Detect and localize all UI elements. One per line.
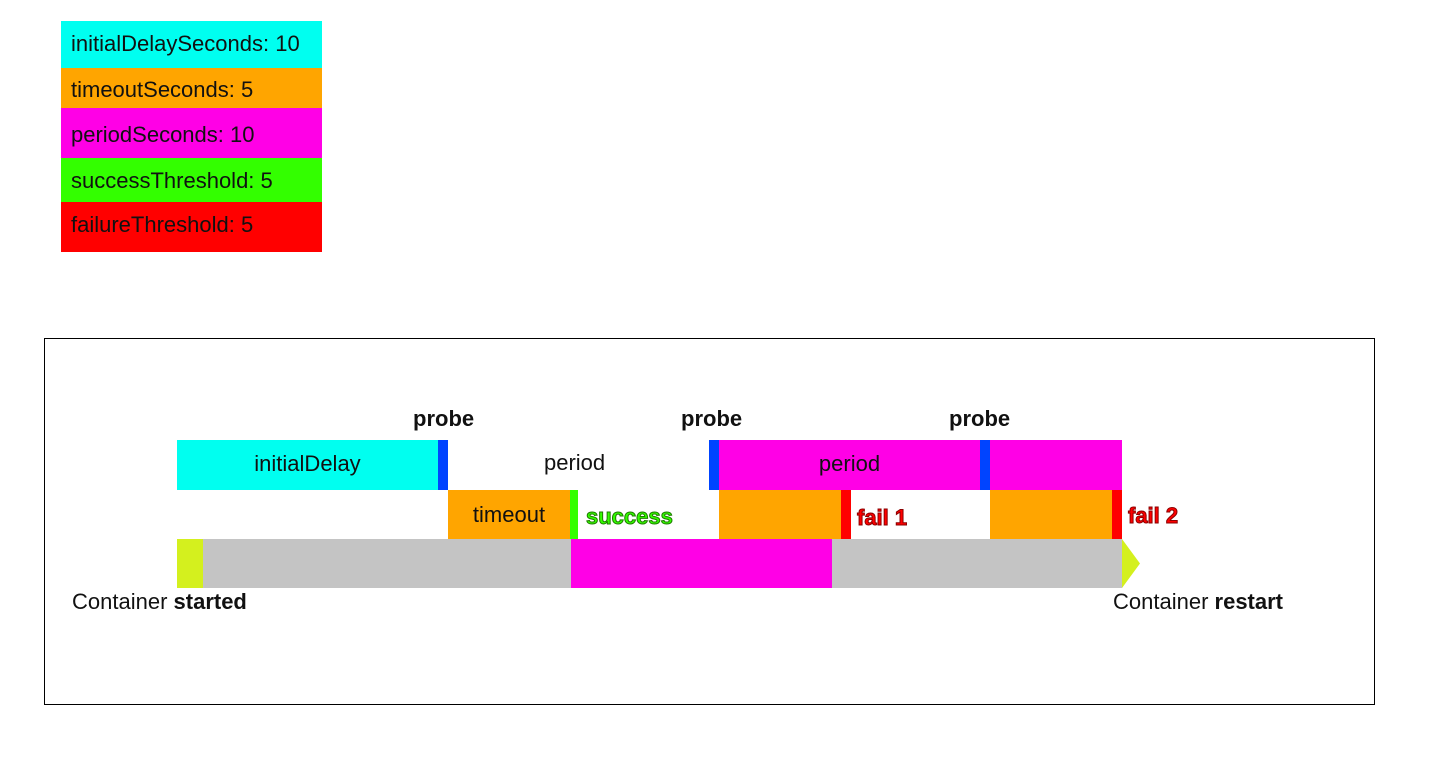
timeline-segment-1 <box>203 539 571 588</box>
legend-item-failure-threshold: failureThreshold: 5 <box>61 202 322 252</box>
probe-marker-3 <box>980 440 990 490</box>
legend-item-initial-delay: initialDelaySeconds: 10 <box>61 21 322 68</box>
legend-item-success-threshold: successThreshold: 5 <box>61 158 322 202</box>
timeout-block-3 <box>990 490 1112 539</box>
legend-item-label: successThreshold: 5 <box>71 168 273 193</box>
legend-item-label: failureThreshold: 5 <box>71 212 254 237</box>
timeline-start-cap <box>177 539 203 588</box>
legend-item-label: initialDelaySeconds: 10 <box>71 31 300 56</box>
legend-item-timeout: timeoutSeconds: 5 <box>61 68 322 108</box>
legend: initialDelaySeconds: 10 timeoutSeconds: … <box>61 21 322 252</box>
fail-2-label: fail 2 <box>1127 503 1179 529</box>
probe-marker-1 <box>438 440 448 490</box>
success-marker <box>570 490 578 539</box>
initial-delay-label: initialDelay <box>254 451 361 476</box>
container-restart-prefix: Container <box>1113 589 1215 614</box>
timeout-block-2 <box>719 490 841 539</box>
diagram-frame <box>44 338 1375 705</box>
legend-item-label: periodSeconds: 10 <box>71 122 255 147</box>
period-block-2 <box>990 440 1122 490</box>
container-restart-label: Container restart <box>1113 589 1283 615</box>
timeout-label: timeout <box>472 502 546 527</box>
fail-marker-1 <box>841 490 851 539</box>
timeline-period-segment <box>571 539 832 588</box>
probe-label-1: probe <box>413 406 475 431</box>
legend-item-label: timeoutSeconds: 5 <box>71 77 254 102</box>
probe-label-3: probe <box>949 406 1011 431</box>
timeline-arrow-icon <box>1122 539 1140 588</box>
fail-marker-2 <box>1112 490 1122 539</box>
initial-delay-block: initialDelay <box>177 440 438 490</box>
container-restart-emphasis: restart <box>1214 589 1283 614</box>
container-started-emphasis: started <box>173 589 247 614</box>
success-label: success <box>586 504 674 530</box>
container-started-prefix: Container <box>72 589 174 614</box>
container-started-label: Container started <box>72 589 247 615</box>
fail-1-label: fail 1 <box>856 505 908 531</box>
probe-label-2: probe <box>681 406 743 431</box>
period-label-1: period <box>544 450 606 475</box>
timeline-segment-2 <box>832 539 1122 588</box>
period-label-2: period <box>818 451 881 476</box>
legend-item-period: periodSeconds: 10 <box>61 108 322 158</box>
timeout-block: timeout <box>448 490 570 539</box>
period-block-1: period <box>719 440 980 490</box>
probe-marker-2 <box>709 440 719 490</box>
